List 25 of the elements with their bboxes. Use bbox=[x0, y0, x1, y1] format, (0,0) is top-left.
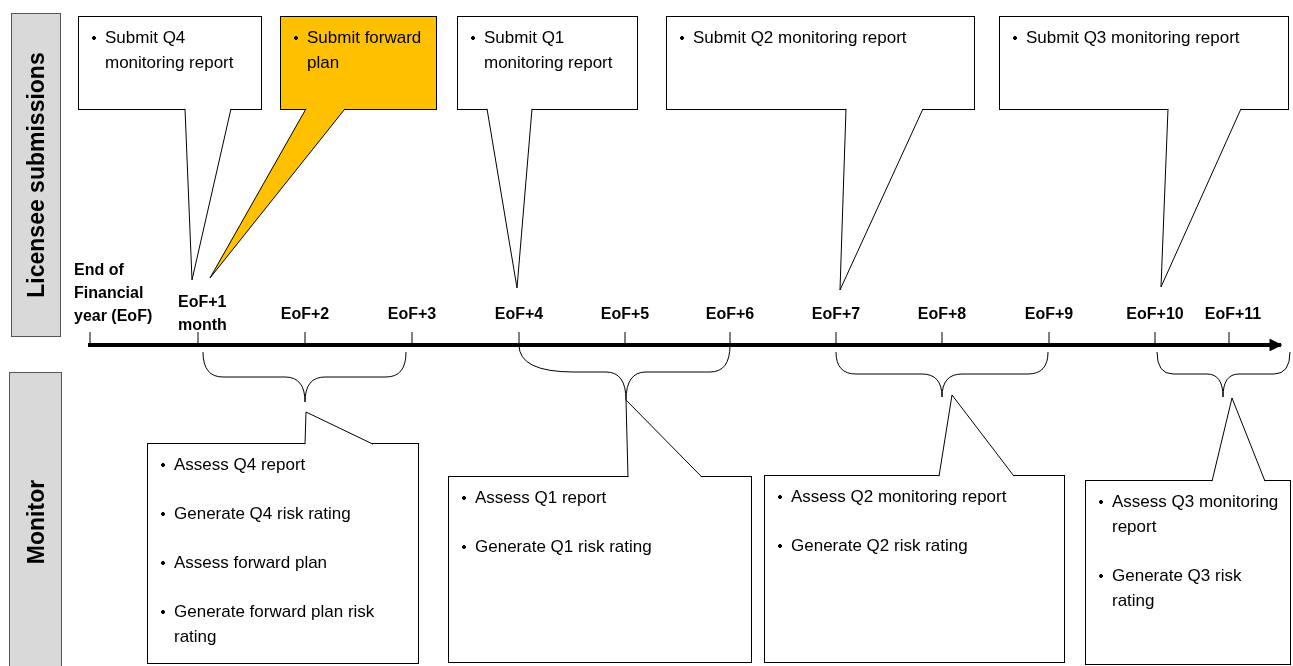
timeline-label: EoF+11 bbox=[1204, 304, 1262, 324]
callout-box bbox=[457, 16, 638, 110]
callout-box bbox=[78, 16, 262, 110]
timeline-label: EoF+2 bbox=[280, 304, 330, 324]
timeline-label: EoF+9 bbox=[1024, 304, 1074, 324]
timeline-label: EoF+5 bbox=[600, 304, 650, 324]
callout-box bbox=[1085, 480, 1291, 665]
timeline-label: EoF+10 bbox=[1126, 304, 1184, 324]
band-title: Licensee submissions bbox=[22, 52, 50, 298]
callout-box bbox=[280, 16, 437, 110]
timeline-label: EoF+8 bbox=[917, 304, 967, 324]
timeline-label: EoF+3 bbox=[387, 304, 437, 324]
timeline-label: EoF+1 month bbox=[178, 292, 228, 335]
timeline-label: EoF+4 bbox=[494, 304, 544, 324]
callout-box bbox=[147, 443, 419, 664]
callout-box bbox=[666, 16, 975, 110]
callout-box bbox=[448, 476, 752, 663]
band-title: Monitor bbox=[22, 479, 49, 565]
callout-box bbox=[999, 16, 1289, 110]
timeline-label: EoF+6 bbox=[705, 304, 755, 324]
timeline-label: EoF+7 bbox=[811, 304, 861, 324]
timeline-label: End of Financial year (EoF) bbox=[74, 260, 154, 326]
side-band bbox=[9, 372, 62, 666]
side-band bbox=[11, 13, 61, 337]
callout-box bbox=[764, 475, 1065, 663]
